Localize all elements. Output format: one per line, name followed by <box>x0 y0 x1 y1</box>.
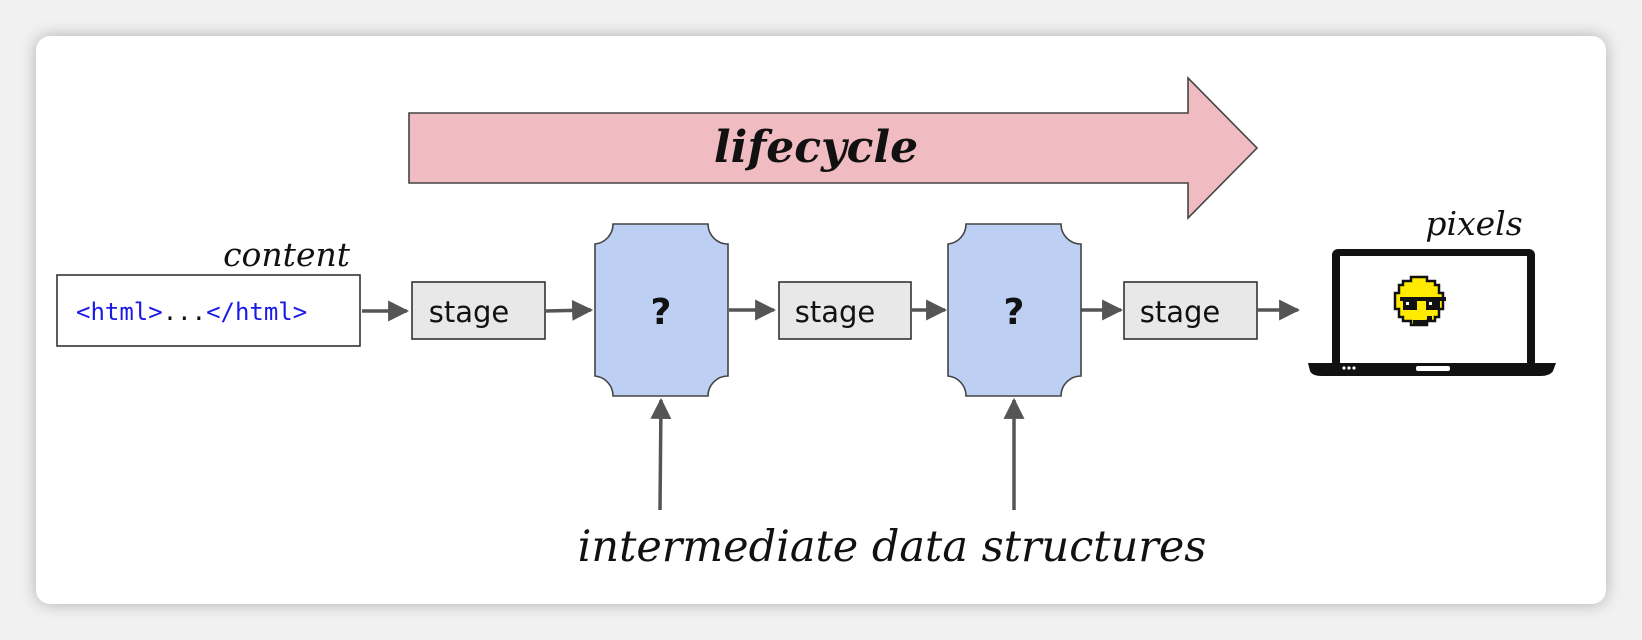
lifecycle-arrow: lifecycle <box>408 76 1259 220</box>
data-structure-label: ? <box>651 292 672 333</box>
intermediate-label: intermediate data structures <box>578 522 1207 572</box>
pixels-label: pixels <box>1425 204 1522 243</box>
stage-label: stage <box>1140 295 1221 329</box>
stage-label: stage <box>795 295 876 329</box>
sunglasses-smiley-icon <box>1393 275 1446 327</box>
stage-box: stage <box>411 281 546 340</box>
stage-box: stage <box>1123 281 1258 340</box>
html-code-snippet: <html>...</html> <box>76 298 307 326</box>
stage-label: stage <box>429 295 510 329</box>
stage-box: stage <box>778 281 912 340</box>
data-structure-shape: ? <box>947 223 1082 397</box>
lifecycle-label: lifecycle <box>714 122 918 173</box>
content-label: content <box>223 235 351 274</box>
flow-arrows <box>362 299 1301 511</box>
laptop-icon: pixels <box>1308 204 1556 376</box>
content-box: content <html>...</html> <box>56 235 361 347</box>
data-structure-label: ? <box>1004 292 1025 333</box>
data-structure-shape: ? <box>594 223 729 397</box>
